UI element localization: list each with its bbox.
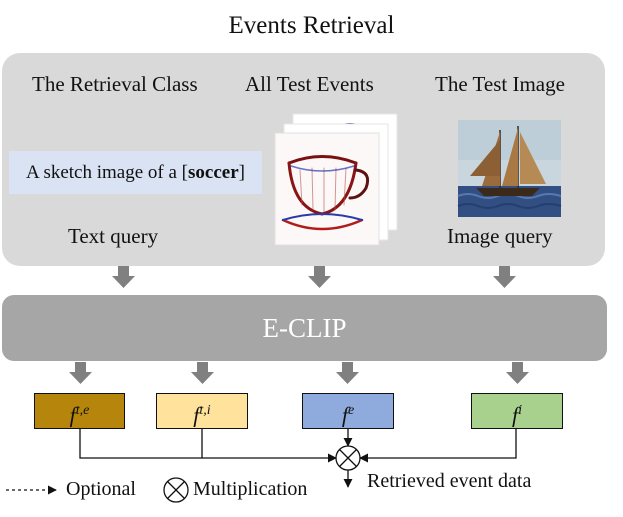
legend-multiplication-icon (163, 477, 189, 503)
feature-event: fe (302, 393, 394, 429)
multiplication-circle-icon (335, 445, 361, 471)
text-prompt-box: A sketch image of a [soccer] (9, 151, 262, 194)
caption-text-query: Text query (68, 224, 159, 248)
e-clip-encoder: E-CLIP (2, 295, 607, 361)
event-frame-front (274, 132, 380, 246)
legend-multiplication-label: Multiplication (193, 478, 308, 500)
feature-text-event: ft,e (34, 393, 125, 429)
prompt-prefix: A sketch image of a [ (26, 162, 188, 183)
gray-arrows (69, 266, 529, 384)
gray-down-arrow-icon (336, 362, 359, 384)
gray-down-arrow-icon (308, 266, 331, 288)
gray-down-arrow-icon (191, 362, 214, 384)
header-test-events: All Test Events (245, 72, 374, 96)
feature-connectors (79, 429, 517, 488)
feature-image: fi (471, 393, 563, 429)
cup-sketch (281, 155, 370, 231)
sailing-ship-image (457, 120, 562, 217)
gray-down-arrow-icon (112, 266, 135, 288)
gray-down-arrow-icon (493, 266, 516, 288)
hull (476, 188, 540, 196)
prompt-class-word: soccer (188, 162, 239, 183)
header-retrieval-class: The Retrieval Class (32, 72, 198, 96)
event-frame-stack (274, 113, 398, 246)
gray-down-arrow-icon (69, 362, 92, 384)
diagram-title: Events Retrieval (228, 12, 395, 39)
legend-optional-label: Optional (66, 478, 136, 500)
connector-image (359, 429, 517, 463)
header-test-image: The Test Image (435, 72, 565, 96)
retrieved-event-data-label: Retrieved event data (367, 470, 532, 492)
connector-text-event (79, 429, 337, 463)
caption-image-query: Image query (447, 224, 553, 248)
prompt-suffix: ] (238, 162, 245, 183)
gray-down-arrow-icon (506, 362, 529, 384)
feature-text-image: ft,i (156, 393, 248, 429)
